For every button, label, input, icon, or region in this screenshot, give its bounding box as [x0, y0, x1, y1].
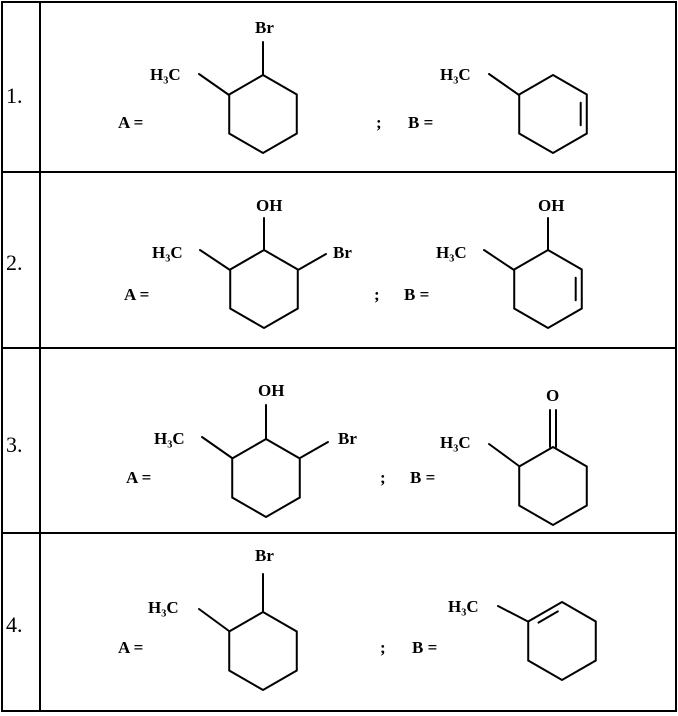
label-b: B =	[410, 468, 435, 487]
group-left: H₃C	[440, 433, 471, 452]
label-a: A =	[126, 468, 151, 487]
ring	[513, 248, 583, 330]
option-number: 2.	[6, 250, 23, 275]
group-left: H₃C	[152, 243, 183, 262]
separator: ;	[380, 468, 386, 487]
option-number: 3.	[6, 432, 23, 457]
group-top: O	[546, 386, 559, 405]
ring	[229, 248, 299, 330]
ring	[228, 73, 298, 155]
label-b: B =	[412, 638, 437, 657]
separator: ;	[374, 285, 380, 304]
group-left: H₃C	[148, 598, 179, 617]
molecule-a: OH H₃C Br	[154, 381, 357, 519]
molecule-a: Br H₃C	[150, 18, 298, 155]
option-number: 4.	[6, 612, 23, 637]
option-row-4[interactable]: 4. A = Br H₃C ; B = H₃C	[6, 546, 597, 692]
molecule-b: OH H₃C	[436, 196, 583, 330]
group-left: H₃C	[150, 65, 181, 84]
option-row-3[interactable]: 3. A = OH H₃C Br ; B = O H₃C	[6, 381, 588, 527]
molecule-a: OH H₃C Br	[152, 196, 352, 330]
group-right: Br	[338, 429, 357, 448]
group-top: Br	[255, 546, 274, 565]
group-left: H₃C	[448, 597, 479, 616]
molecule-b: O H₃C	[440, 386, 588, 527]
group-left: H₃C	[440, 65, 471, 84]
label-a: A =	[118, 113, 143, 132]
molecule-a: Br H₃C	[148, 546, 298, 692]
group-left: H₃C	[436, 243, 467, 262]
double-bond	[537, 610, 559, 624]
ring	[527, 600, 597, 682]
label-a: A =	[118, 638, 143, 657]
group-top: Br	[255, 18, 274, 37]
group-top: OH	[258, 381, 284, 400]
separator: ;	[380, 638, 386, 657]
option-row-2[interactable]: 2. A = OH H₃C Br ; B = OH H₃C	[6, 196, 583, 330]
ring	[518, 445, 588, 527]
molecule-b: H₃C	[448, 597, 597, 682]
ring	[231, 437, 301, 519]
option-number: 1.	[6, 83, 23, 108]
group-top: OH	[256, 196, 282, 215]
group-top: OH	[538, 196, 564, 215]
ring	[228, 610, 298, 692]
separator: ;	[376, 113, 382, 132]
group-right: Br	[333, 243, 352, 262]
label-b: B =	[408, 113, 433, 132]
ring	[518, 73, 588, 155]
group-left: H₃C	[154, 429, 185, 448]
label-b: B =	[404, 285, 429, 304]
label-a: A =	[124, 285, 149, 304]
option-row-1[interactable]: 1. A = Br H₃C ; B = H₃C	[6, 18, 588, 155]
molecule-b: H₃C	[440, 65, 588, 155]
